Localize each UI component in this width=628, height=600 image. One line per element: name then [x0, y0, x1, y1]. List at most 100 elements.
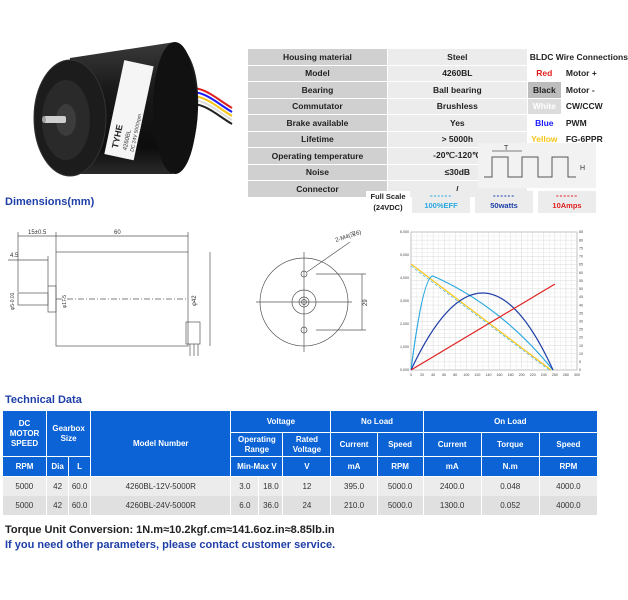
- spec-label: Noise: [247, 163, 388, 181]
- torque-line: [410, 265, 550, 371]
- cell: 4260BL-24V-5000R: [90, 496, 232, 515]
- x-tick-label: 160: [497, 373, 503, 377]
- cell: 210.0: [330, 496, 378, 515]
- dim-shaft-length: 15±0.5: [28, 230, 47, 236]
- header-on-load: On Load: [422, 410, 599, 433]
- header-onload-current: Current: [422, 432, 482, 457]
- cell: 4000.0: [539, 496, 599, 515]
- y2-tick-label: 55: [579, 279, 583, 283]
- waveform-diagram: T H: [478, 143, 596, 188]
- unit-dia: Dia: [46, 456, 70, 477]
- cell: 5000: [2, 476, 48, 496]
- contact-note: If you need other parameters, please con…: [5, 539, 336, 551]
- full-scale-label: Full Scale (24VDC): [370, 192, 406, 212]
- dim-pitch-circle: 29: [363, 299, 369, 306]
- spec-label: Model: [247, 64, 388, 82]
- wire-color-red: Red: [526, 64, 562, 82]
- y2-tick-label: 15: [579, 344, 583, 348]
- cell: 4000.0: [539, 476, 599, 496]
- cell: 36.0: [258, 496, 284, 515]
- y2-tick-label: 20: [579, 336, 583, 340]
- x-tick-label: 260: [552, 373, 558, 377]
- header-gearbox-size: Gearbox Size: [46, 410, 92, 457]
- unit-rpm: RPM: [1, 456, 48, 477]
- waveform-t-label: T: [504, 145, 509, 152]
- dimensions-heading: Dimensions(mm): [5, 196, 95, 208]
- unit-ma: mA: [422, 456, 482, 477]
- motor-model-label: 4260BL: [123, 129, 133, 151]
- y2-tick-label: 30: [579, 319, 583, 323]
- spec-value: Steel: [386, 48, 528, 66]
- dim-boss-length: 4.5: [10, 253, 19, 259]
- y2-tick-label: 10: [579, 352, 583, 356]
- header-noload-current: Current: [330, 432, 378, 457]
- y2-tick-label: 50: [579, 287, 583, 291]
- unit-rpm: RPM: [376, 456, 424, 477]
- spec-row: Bearing Ball bearing Black Motor -: [247, 81, 597, 99]
- cell: 24: [282, 496, 332, 515]
- dim-body-length: 60: [114, 230, 121, 236]
- cell: 6.0: [230, 496, 260, 515]
- y2-tick-label: 0: [579, 368, 581, 372]
- spec-label: Lifetime: [247, 130, 388, 148]
- unit-ma: mA: [330, 456, 378, 477]
- side-view-drawing: 15±0.5 60 4.5 φ5-0.01 φ17.5 φ42: [8, 230, 211, 356]
- wire-color-white: White: [526, 97, 562, 115]
- cell: 2400.0: [423, 476, 482, 496]
- header-rated-voltage: Rated Voltage: [282, 432, 332, 457]
- motor-brand-label: TYHE: [110, 124, 125, 150]
- x-tick-label: 40: [431, 373, 435, 377]
- y-tick-label: 2,000: [400, 322, 409, 326]
- y2-tick-label: 45: [579, 295, 583, 299]
- spec-label: Operating temperature: [247, 147, 388, 165]
- wire-connections-title: BLDC Wire Connections: [526, 48, 628, 66]
- cell: 5000: [2, 496, 48, 515]
- y-tick-label: 6,000: [400, 230, 409, 234]
- x-tick-label: 60: [442, 373, 446, 377]
- header-voltage: Voltage: [230, 410, 332, 433]
- y-tick-label: 5,000: [400, 253, 409, 257]
- y-tick-label: 3,000: [400, 299, 409, 303]
- current-dash: ------: [556, 191, 578, 200]
- wire-color-black: Black: [526, 81, 562, 99]
- y-tick-label: 0.000: [400, 368, 409, 372]
- current-label: 10Amps: [552, 201, 582, 210]
- x-tick-label: 200: [519, 373, 525, 377]
- spec-row: Model 4260BL Red Motor +: [247, 64, 597, 82]
- y-tick-label: 4,000: [400, 276, 409, 280]
- cell: 18.0: [258, 476, 284, 496]
- y-tick-label: 1,000: [400, 345, 409, 349]
- y2-tick-label: 70: [579, 255, 583, 259]
- dim-boss-diameter: φ17.5: [62, 295, 68, 308]
- cell: 395.0: [330, 476, 378, 496]
- spec-label: Commutator: [247, 97, 388, 115]
- wire-color-blue: Blue: [526, 114, 562, 132]
- x-tick-label: 140: [485, 373, 491, 377]
- unit-rpm: RPM: [538, 456, 599, 477]
- efficiency-curve: [410, 275, 554, 371]
- cell: 1300.0: [423, 496, 482, 515]
- unit-l: L: [68, 456, 92, 477]
- unit-nm: N.m: [480, 456, 540, 477]
- motor-photo: TYHE 4260BL DC 24V 5000rpm: [33, 42, 233, 177]
- chart-y-ticks-left: 0.000 1,000 2,000 3,000 4,000 5,000 6,000: [400, 230, 409, 372]
- y2-tick-label: 75: [579, 246, 583, 250]
- speed-curve: [410, 263, 552, 371]
- front-view-drawing: 2-M4(深6) 29: [256, 228, 369, 352]
- cell: 42: [46, 476, 70, 496]
- table-row: 5000 42 60.0 4260BL-24V-5000R 6.0 36.0 2…: [2, 496, 599, 515]
- chart-grid: [410, 231, 578, 371]
- header-operating-range: Operating Range: [230, 432, 284, 457]
- cell: 0.052: [481, 496, 540, 515]
- technical-data-heading: Technical Data: [5, 394, 82, 406]
- spec-value: Brushless: [386, 97, 528, 115]
- cell: 42: [46, 496, 70, 515]
- cell: 4260BL-12V-5000R: [90, 476, 232, 496]
- power-dash: ------: [493, 191, 515, 200]
- full-scale-current: ------ 10Amps: [538, 191, 596, 213]
- wire-function: CW/CCW: [560, 97, 603, 115]
- spec-value: Ball bearing: [386, 81, 528, 99]
- y2-tick-label: 35: [579, 311, 583, 315]
- header-onload-speed: Speed: [538, 432, 599, 457]
